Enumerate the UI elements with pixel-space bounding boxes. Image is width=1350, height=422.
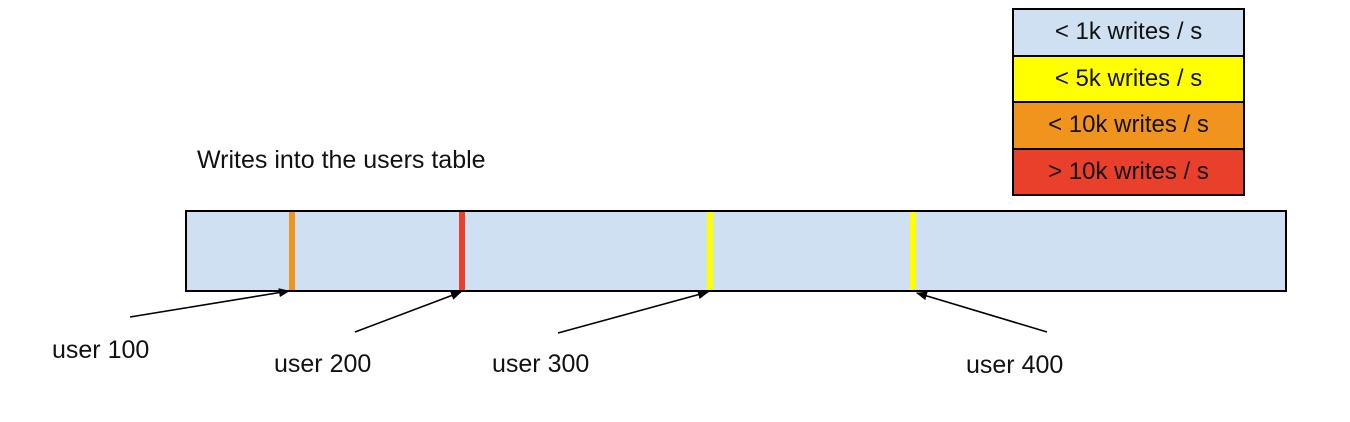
legend-item-label: > 10k writes / s — [1048, 157, 1209, 185]
arrow-user-100 — [129, 288, 290, 318]
write-hotspot-stripe — [910, 212, 916, 290]
legend-item-label: < 1k writes / s — [1054, 18, 1203, 46]
legend-item: < 1k writes / s — [1014, 10, 1243, 55]
legend-item: < 5k writes / s — [1014, 54, 1243, 101]
arrow-user-300 — [557, 290, 709, 334]
arrow-user-400 — [916, 291, 1048, 333]
legend-item: < 10k writes / s — [1014, 101, 1243, 148]
arrow-user-200 — [354, 291, 462, 333]
user-label-400: user 400 — [966, 351, 1064, 379]
users-table-bar — [185, 210, 1287, 292]
diagram-title: Writes into the users table — [197, 146, 486, 174]
legend-item-label: < 5k writes / s — [1054, 64, 1203, 92]
write-hotspot-stripe — [289, 212, 295, 290]
legend-item-label: < 10k writes / s — [1048, 111, 1209, 139]
legend-item: > 10k writes / s — [1014, 147, 1243, 194]
write-hotspot-stripe — [459, 212, 465, 290]
user-label-200: user 200 — [274, 350, 372, 378]
write-hotspot-stripe — [707, 212, 713, 290]
legend: < 1k writes / s < 5k writes / s < 10k writ… — [1012, 8, 1245, 196]
user-label-300: user 300 — [492, 350, 590, 378]
user-label-100: user 100 — [52, 336, 150, 364]
